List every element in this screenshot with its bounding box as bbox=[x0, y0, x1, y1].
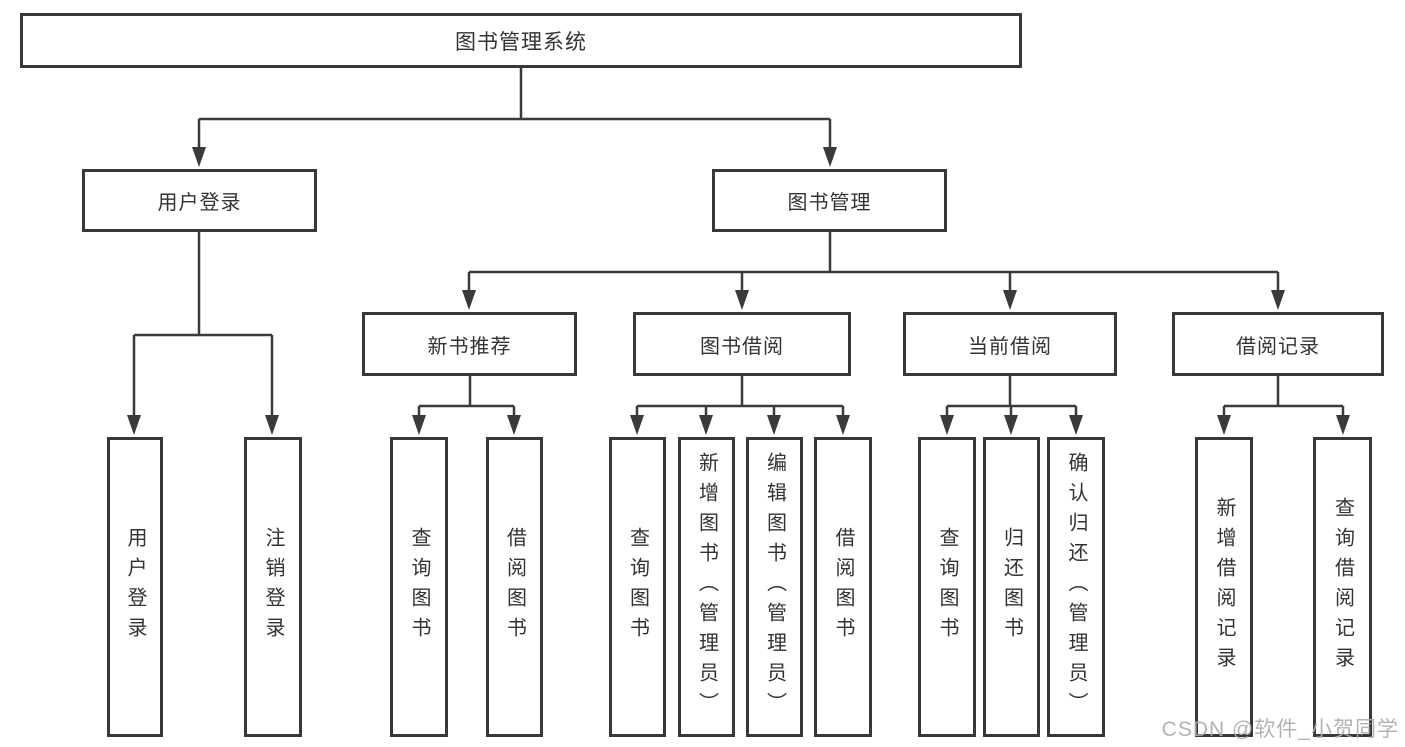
leaf-confirm-return-admin-label: 确认归还（管理员） bbox=[1065, 452, 1087, 722]
leaf-confirm-return-admin: 确认归还（管理员） bbox=[1047, 437, 1105, 737]
leaf-edit-book-admin-label: 编辑图书（管理员） bbox=[763, 452, 786, 722]
leaf-query-books-borrow: 查询图书 bbox=[609, 437, 666, 737]
leaf-query-books-recommend: 查询图书 bbox=[390, 437, 448, 737]
leaf-query-borrow-record: 查询借阅记录 bbox=[1313, 437, 1372, 737]
leaf-add-borrow-record: 新增借阅记录 bbox=[1195, 437, 1253, 737]
leaf-borrow-books-recommend-label: 借阅图书 bbox=[503, 527, 526, 647]
leaf-edit-book-admin: 编辑图书（管理员） bbox=[746, 437, 803, 737]
leaf-logout: 注销登录 bbox=[244, 437, 302, 737]
node-book-borrowing: 图书借阅 bbox=[633, 312, 851, 376]
leaf-add-borrow-record-label: 新增借阅记录 bbox=[1213, 497, 1235, 677]
node-borrowing-records: 借阅记录 bbox=[1172, 312, 1384, 376]
leaf-add-book-admin-label: 新增图书（管理员） bbox=[695, 452, 718, 722]
csdn-watermark: CSDN @软件_小贺同学 bbox=[1161, 718, 1399, 741]
node-new-book-recommendation: 新书推荐 bbox=[362, 312, 577, 376]
leaf-query-books-current-label: 查询图书 bbox=[936, 527, 958, 647]
leaf-return-book-label: 归还图书 bbox=[1000, 527, 1023, 647]
leaf-borrow-books-label: 借阅图书 bbox=[832, 527, 854, 647]
leaf-user-login-label: 用户登录 bbox=[124, 527, 146, 647]
leaf-query-books-recommend-label: 查询图书 bbox=[408, 527, 430, 647]
leaf-borrow-books-recommend: 借阅图书 bbox=[486, 437, 543, 737]
leaf-query-books-borrow-label: 查询图书 bbox=[626, 527, 649, 647]
node-book-management: 图书管理 bbox=[712, 169, 947, 232]
leaf-query-books-current: 查询图书 bbox=[918, 437, 976, 737]
leaf-borrow-books: 借阅图书 bbox=[814, 437, 872, 737]
leaf-return-book: 归还图书 bbox=[983, 437, 1040, 737]
node-current-borrowing: 当前借阅 bbox=[903, 312, 1117, 376]
leaf-user-login: 用户登录 bbox=[107, 437, 163, 737]
leaf-query-borrow-record-label: 查询借阅记录 bbox=[1331, 497, 1354, 677]
node-user-login: 用户登录 bbox=[82, 169, 317, 232]
node-library-management-system: 图书管理系统 bbox=[20, 13, 1022, 68]
leaf-add-book-admin: 新增图书（管理员） bbox=[678, 437, 735, 737]
leaf-logout-label: 注销登录 bbox=[262, 527, 284, 647]
